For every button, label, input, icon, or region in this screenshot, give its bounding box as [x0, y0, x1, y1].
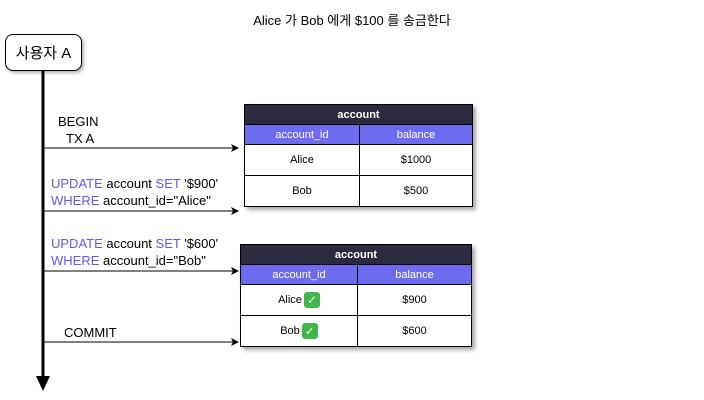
table-row: Alice $1000 — [244, 144, 473, 176]
cell-balance: $900 — [357, 284, 472, 316]
cell-account-id: Bob — [244, 175, 360, 207]
account-table-after: account account_id balance Alice✓ $900 B… — [240, 244, 472, 347]
msg-value: '$900' — [180, 176, 219, 191]
table-row: Bob $500 — [244, 175, 473, 207]
cell-account-id: Alice — [278, 293, 302, 306]
msg-begin-line1: BEGIN — [58, 114, 99, 129]
column-header-balance: balance — [357, 264, 472, 285]
cell-balance: $1000 — [359, 144, 473, 176]
msg-cond: account_id="Alice" — [99, 193, 211, 208]
msg-update2: UPDATE account SET '$600' WHERE account_… — [51, 235, 218, 269]
msg-cond: account_id="Bob" — [99, 253, 206, 268]
check-mark-icon: ✓ — [301, 323, 318, 339]
cell-account-id: Alice — [244, 144, 360, 176]
column-header-account-id: account_id — [240, 264, 358, 285]
table-row: Alice✓ $900 — [240, 284, 472, 316]
msg-begin-line2: TX A — [66, 131, 95, 146]
msg-value: '$600' — [180, 236, 219, 251]
msg-text: account — [102, 176, 156, 191]
cell-balance: $500 — [359, 175, 473, 207]
msg-begin: BEGIN TX A — [58, 113, 98, 147]
check-mark-icon: ✓ — [303, 292, 320, 308]
cell-balance: $600 — [357, 315, 472, 347]
table-row: Bob✓ $600 — [240, 315, 472, 347]
msg-update1: UPDATE account SET '$900' WHERE account_… — [51, 175, 218, 209]
account-table-before: account account_id balance Alice $1000 B… — [244, 104, 473, 207]
msg-commit: COMMIT — [64, 325, 117, 340]
msg-text: account — [102, 236, 156, 251]
kw-set: SET — [155, 176, 181, 191]
kw-update: UPDATE — [51, 176, 103, 191]
kw-where: WHERE — [51, 253, 100, 268]
kw-set: SET — [155, 236, 181, 251]
column-header-account-id: account_id — [244, 124, 360, 145]
kw-where: WHERE — [51, 193, 100, 208]
kw-update: UPDATE — [51, 236, 103, 251]
actor-user-a: 사용자 A — [5, 34, 82, 71]
lifeline-arrowhead — [36, 376, 50, 391]
table-title: account — [240, 244, 472, 265]
column-header-balance: balance — [359, 124, 473, 145]
table-title: account — [244, 104, 473, 125]
cell-account-id: Bob — [280, 324, 300, 337]
diagram-title: Alice 가 Bob 에게 $100 를 송금한다 — [253, 13, 451, 28]
